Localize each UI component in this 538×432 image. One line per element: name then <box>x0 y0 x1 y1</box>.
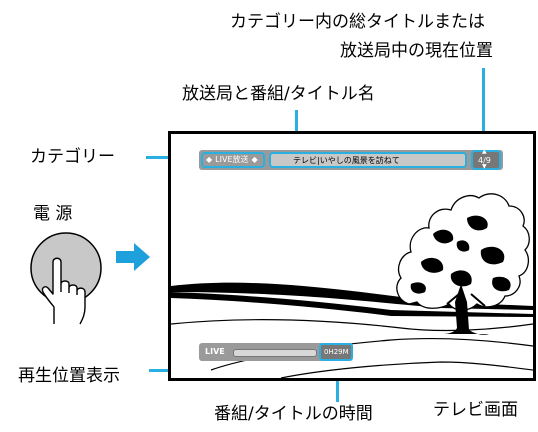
total-titles-label-line2: 放送局中の現在位置 <box>340 41 493 61</box>
total-titles-callout-line <box>482 68 485 156</box>
position-up-icon: ▲ <box>482 148 487 155</box>
program-value: テレビ|いやしの風景を訪ねて <box>293 156 400 165</box>
osd-bottom-bar: LIVE 0H29M <box>199 343 353 361</box>
tv-screen: ◆ LIVE放送 ◆ テレビ|いやしの風景を訪ねて ▲ 4/9 ▼ LIVE 0… <box>168 131 536 381</box>
category-left-chevron-icon: ◆ <box>206 155 213 164</box>
time-value: 0H29M <box>324 348 349 356</box>
total-titles-label-line1: カテゴリー内の総タイトルまたは <box>230 12 485 32</box>
power-button-icon[interactable] <box>28 232 108 332</box>
program-time-callout-line <box>336 360 339 402</box>
program-field: テレビ|いやしの風景を訪ねて <box>269 152 467 168</box>
power-label: 電 源 <box>33 204 73 224</box>
category-value: LIVE放送 <box>215 155 249 164</box>
playback-progress-bar <box>233 349 317 357</box>
program-time-label: 番組/タイトルの時間 <box>214 404 373 424</box>
tree-landscape-illustration <box>171 193 533 378</box>
right-arrow-icon <box>116 243 150 271</box>
category-field: ◆ LIVE放送 ◆ <box>201 152 265 168</box>
live-label: LIVE <box>205 347 225 356</box>
tv-screen-label: テレビ画面 <box>433 400 518 420</box>
position-field: ▲ 4/9 ▼ <box>471 148 501 170</box>
category-right-chevron-icon: ◆ <box>251 155 258 164</box>
playback-position-label: 再生位置表示 <box>18 366 120 386</box>
time-field: 0H29M <box>319 343 353 361</box>
category-label: カテゴリー <box>30 147 115 167</box>
position-value: 4/9 <box>478 156 491 165</box>
pointing-hand-icon <box>41 257 86 325</box>
osd-top-bar: ◆ LIVE放送 ◆ テレビ|いやしの風景を訪ねて ▲ 4/9 ▼ <box>199 148 503 170</box>
station-program-label: 放送局と番組/タイトル名 <box>182 84 375 104</box>
position-down-icon: ▼ <box>482 163 487 170</box>
